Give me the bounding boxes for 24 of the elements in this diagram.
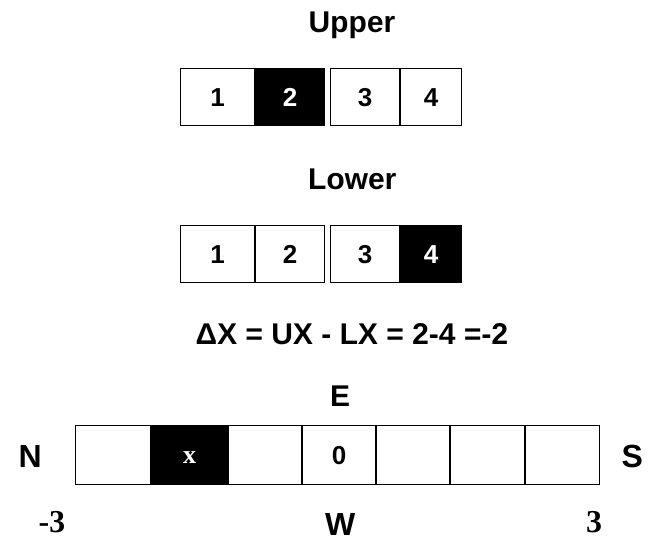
grid-cell: 4 xyxy=(400,68,462,126)
grid-cell xyxy=(75,425,151,485)
equation: ΔX = UX - LX = 2-4 =-2 xyxy=(196,320,508,350)
grid-cell: 3 xyxy=(330,68,400,126)
highlighted-cell: 4 xyxy=(400,225,462,283)
grid-cell: 1 xyxy=(180,68,255,126)
grid-cell xyxy=(376,425,450,485)
highlighted-cell: x xyxy=(151,425,228,485)
scale-label: 3 xyxy=(586,505,602,537)
grid-cell xyxy=(525,425,600,485)
compass-label: E xyxy=(330,382,350,412)
compass-label: S xyxy=(622,440,643,472)
row-heading: Upper xyxy=(308,8,396,38)
compass-label: W xyxy=(325,508,356,540)
grid-cell xyxy=(228,425,302,485)
grid-cell: 1 xyxy=(180,225,255,283)
row-heading: Lower xyxy=(308,165,396,195)
grid-cell: 3 xyxy=(330,225,400,283)
highlighted-cell: 2 xyxy=(255,68,325,126)
scale-label: -3 xyxy=(38,505,66,537)
compass-label: N xyxy=(18,440,42,472)
grid-cell: 0 xyxy=(302,425,376,485)
grid-cell: 2 xyxy=(255,225,325,283)
grid-cell xyxy=(450,425,525,485)
